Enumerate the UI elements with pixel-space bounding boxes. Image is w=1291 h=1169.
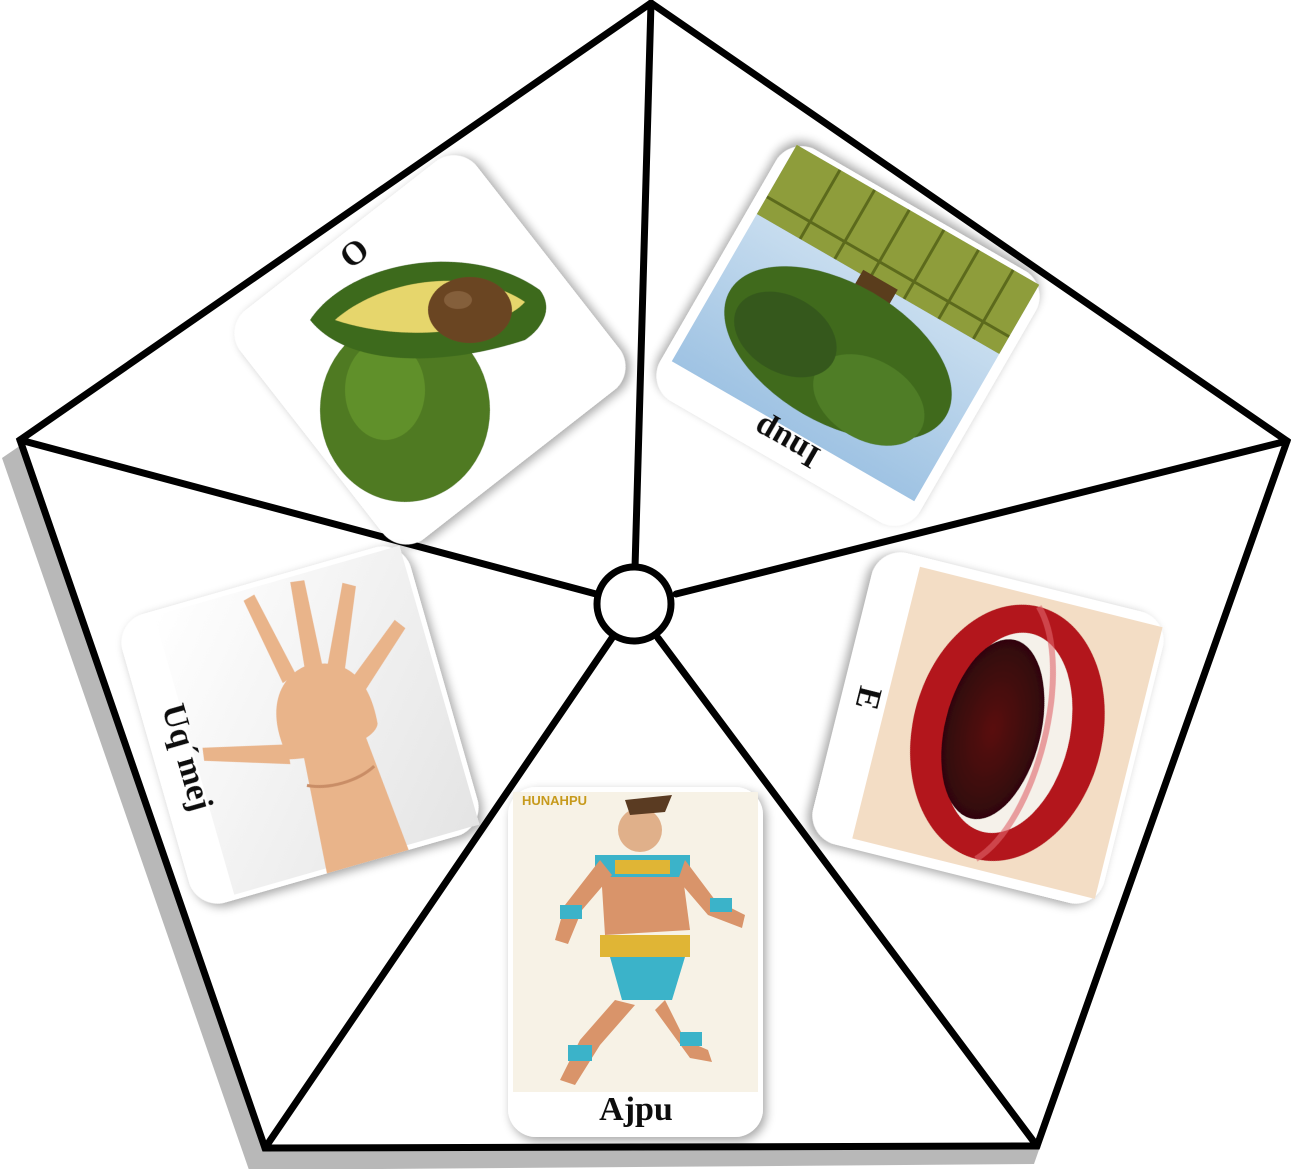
center-hub[interactable] xyxy=(597,567,671,641)
warrior-caption: HUNAHPU xyxy=(522,793,587,808)
segment-label-ajpu: Ajpu xyxy=(599,1091,673,1128)
warrior-icon: HUNAHPU xyxy=(513,792,758,1092)
segment-card-ajpu[interactable]: HUNAHPU Ajpu xyxy=(508,787,763,1137)
